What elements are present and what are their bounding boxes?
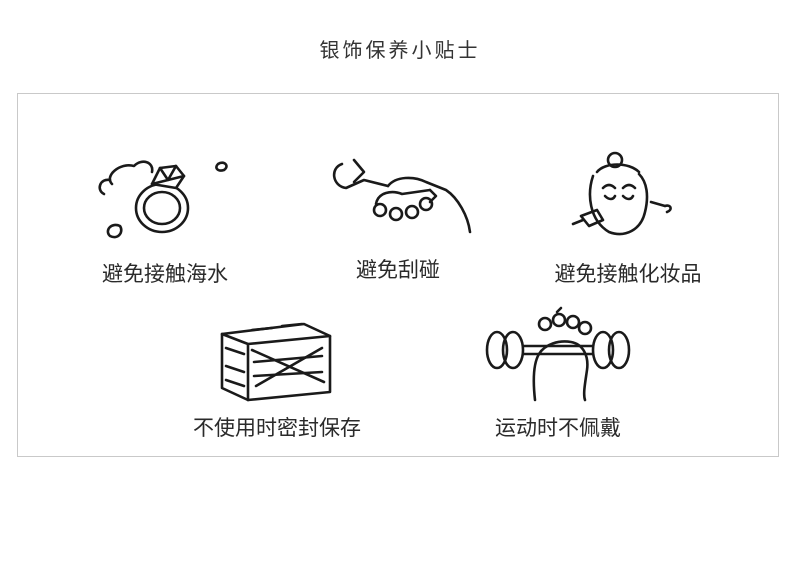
tip-label: 避免接触化妆品 [554, 262, 702, 286]
dumbbell-icon [485, 306, 631, 402]
tip-label: 避免接触海水 [102, 262, 228, 286]
tip-seal-storage: 不使用时密封保存 [157, 314, 397, 442]
tip-avoid-cosmetics: 避免接触化妆品 [508, 146, 748, 288]
page-title: 银饰保养小贴士 [319, 38, 481, 62]
tip-no-wear-exercise: 运动时不佩戴 [438, 304, 678, 442]
sealed-box-icon [220, 322, 332, 402]
wrench-hand-icon [332, 158, 472, 234]
tips-panel: 避免接触海水 避免刮碰 避免接触化妆品 [17, 93, 779, 457]
makeup-face-icon [571, 151, 672, 236]
tip-label: 不使用时密封保存 [193, 416, 361, 440]
tip-avoid-scratch: 避免刮碰 [278, 146, 518, 284]
tip-avoid-seawater: 避免接触海水 [45, 146, 285, 288]
ring-icon [98, 160, 228, 239]
tip-label: 运动时不佩戴 [495, 416, 621, 440]
tip-label: 避免刮碰 [356, 258, 440, 282]
